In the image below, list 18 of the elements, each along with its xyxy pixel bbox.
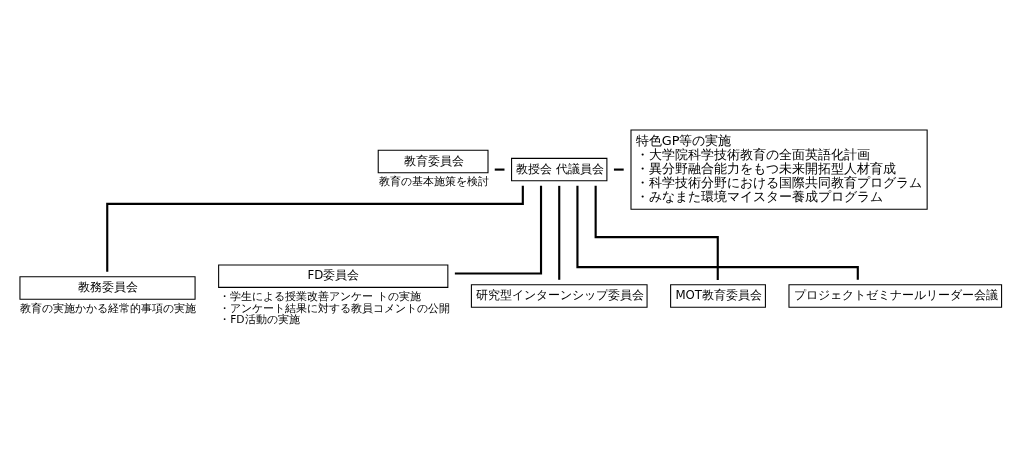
node-box: 教務委員会	[18, 275, 196, 300]
connector	[105, 185, 524, 272]
node-label: ・FD活動の実施	[218, 312, 300, 326]
node-box: FD委員会	[217, 263, 448, 288]
node-box: 教育委員会	[377, 149, 489, 173]
node-label: 教育の実施かかる経常的事項の実施	[19, 301, 196, 315]
node-box: 特色GP等の実施 ・大学院科学技術教育の全面英語化計画 ・異分野融合能力をもつ未来開拓型人材育成 ・科学技術分野における国際共同教育プログラム ・みなまた環境マイスター養成プログラム	[629, 128, 928, 210]
connector	[557, 185, 560, 280]
connector	[454, 185, 542, 275]
node-label: 教育の基本施策を検討	[378, 174, 489, 188]
node-label: ・学生による授業改善アンケー トの実施	[218, 289, 421, 303]
node-box: MOT教育委員会	[669, 283, 766, 308]
node-box: 研究型インターンシップ委員会	[470, 283, 648, 308]
connector	[613, 168, 624, 171]
node-box: プロジェクトゼミナールリーダー会議	[787, 283, 1002, 308]
node-box: 教授会 代議員会	[510, 157, 607, 181]
node-label: ・アンケート結果に対する教員コメントの公開	[218, 301, 450, 315]
connector	[594, 185, 719, 280]
